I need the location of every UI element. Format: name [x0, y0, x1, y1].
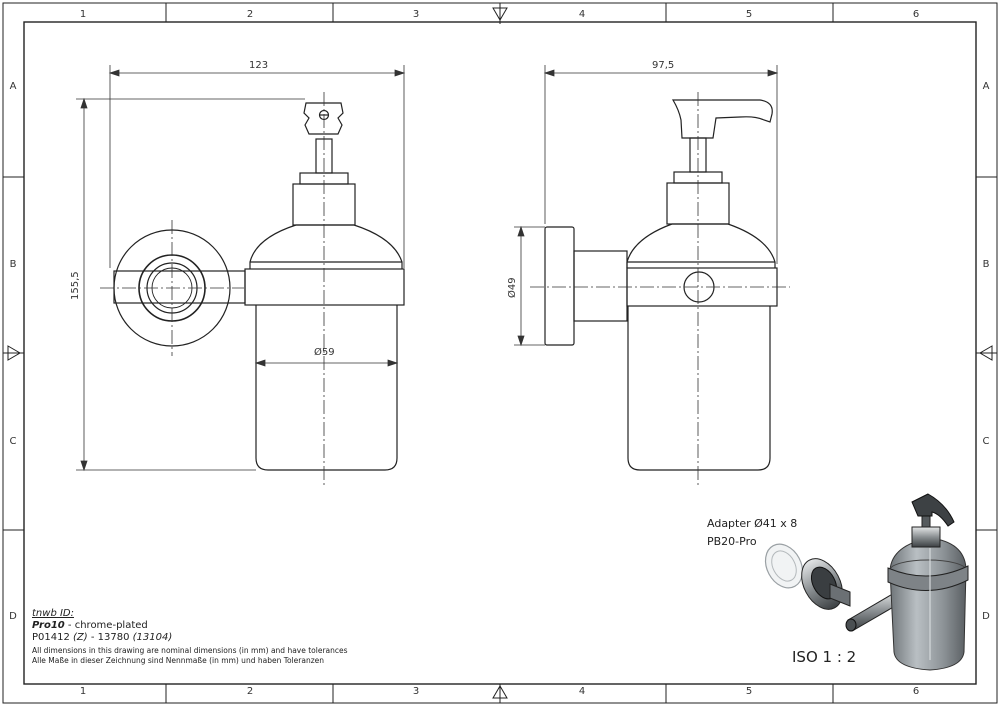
id-label: tnwb ID: — [32, 608, 74, 619]
side-diameter-dimension: Ø49 — [507, 277, 518, 298]
side-dimension-lines — [514, 65, 779, 347]
side-width-dimension: 97,5 — [652, 60, 675, 71]
side-holder-block — [573, 250, 628, 322]
side-bottle-body — [627, 306, 771, 471]
adapter-line-1: Adapter Ø41 x 8 — [707, 517, 798, 530]
grid-row-a-left: A — [9, 81, 17, 92]
product-name: Pro10 — [32, 620, 65, 631]
side-view — [544, 99, 778, 471]
adapter-disc — [764, 543, 804, 589]
article-alt: (13104) — [132, 632, 173, 643]
front-holder-ring — [244, 268, 405, 306]
front-dimension-lines — [76, 65, 406, 472]
article-numbers: P01412 (Z) - 13780 (13104) — [32, 632, 362, 644]
product-finish: - chrome-plated — [64, 620, 148, 631]
tolerance-note-de: Alle Maße in dieser Zeichnung sind Nennm… — [32, 656, 325, 665]
grid-col-5-top: 5 — [745, 9, 753, 20]
grid-col-3-top: 3 — [412, 9, 420, 20]
front-holder-arm — [113, 270, 246, 304]
product-line: Pro10 - chrome-plated — [32, 620, 362, 632]
grid-row-d-right: D — [982, 611, 990, 622]
render-pump-collar — [911, 526, 941, 548]
adapter-line-2: PB20-Pro — [707, 535, 757, 548]
front-width-dimension: 123 — [249, 60, 269, 71]
render-glass-bottle — [889, 537, 967, 671]
article-z: (Z) — [73, 632, 88, 643]
grid-col-2-bottom: 2 — [246, 686, 254, 697]
zone-ticks — [3, 3, 997, 703]
product-3d-render — [764, 493, 969, 671]
grid-row-b-left: B — [9, 259, 17, 270]
grid-row-c-left: C — [9, 436, 17, 447]
grid-row-a-right: A — [982, 81, 990, 92]
tolerance-note-en: All dimensions in this drawing are nomin… — [32, 646, 348, 655]
render-pump-head — [911, 493, 955, 527]
article-prefix: P01412 — [32, 632, 74, 643]
grid-col-4-bottom: 4 — [578, 686, 586, 697]
adapter-note: Adapter Ø41 x 8 PB20-Pro — [707, 515, 797, 551]
front-centerlines — [100, 92, 325, 488]
side-pump-head — [671, 99, 773, 139]
grid-col-5-bottom: 5 — [745, 686, 753, 697]
grid-row-d-left: D — [9, 611, 17, 622]
centering-marks — [3, 3, 997, 703]
render-holder-arm — [829, 583, 851, 607]
drawing-scale: ISO 1 : 2 — [792, 648, 857, 666]
grid-col-6-top: 6 — [912, 9, 920, 20]
grid-col-6-bottom: 6 — [912, 686, 920, 697]
front-bottle-body — [255, 305, 398, 471]
title-block: tnwb ID: Pro10 - chrome-plated P01412 (Z… — [32, 608, 362, 666]
grid-col-3-bottom: 3 — [412, 686, 420, 697]
front-diameter-dimension: Ø59 — [314, 347, 335, 358]
front-pump-head — [303, 102, 344, 135]
grid-col-2-top: 2 — [246, 9, 254, 20]
grid-col-1-bottom: 1 — [79, 686, 87, 697]
grid-col-1-top: 1 — [79, 9, 87, 20]
front-view — [113, 102, 405, 471]
article-mid: - 13780 — [87, 632, 133, 643]
side-centerlines — [530, 92, 790, 488]
grid-row-c-right: C — [982, 436, 990, 447]
side-wall-plate — [544, 226, 575, 346]
front-height-dimension: 155,5 — [70, 271, 81, 300]
grid-row-b-right: B — [982, 259, 990, 270]
grid-col-4-top: 4 — [578, 9, 586, 20]
